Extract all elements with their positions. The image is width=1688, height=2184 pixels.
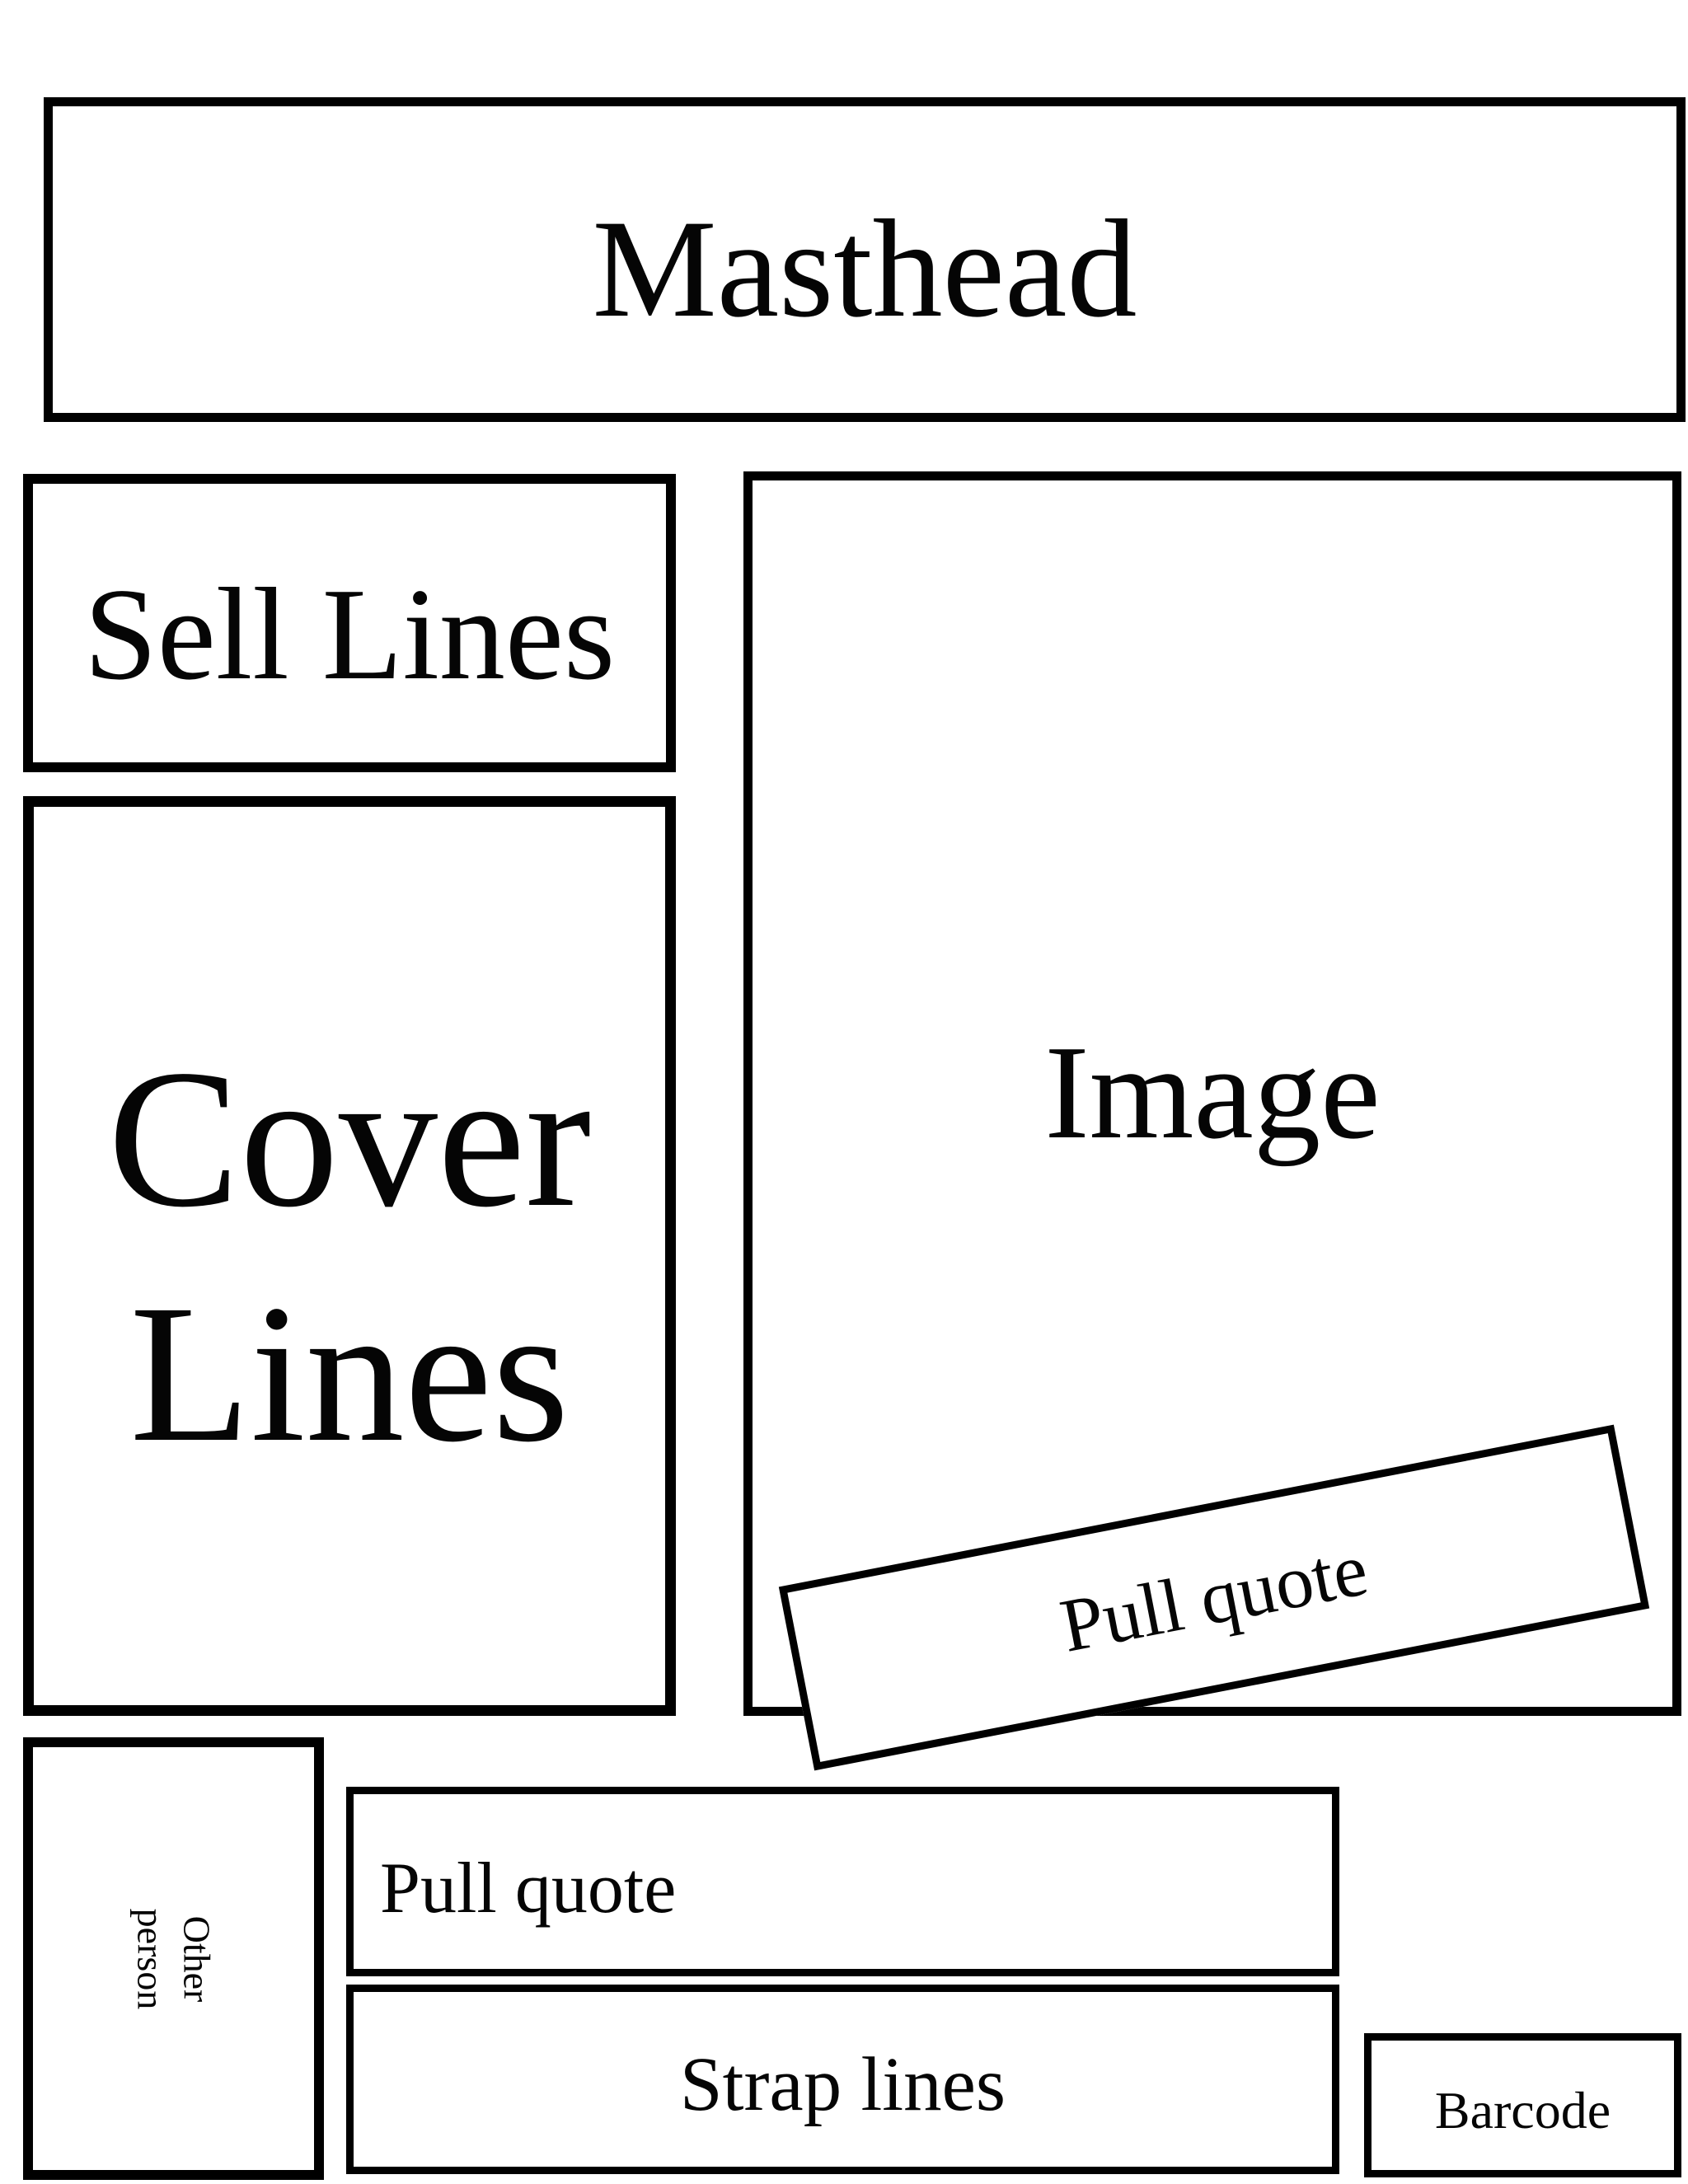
other-person-label-line2: person [129, 1908, 172, 2009]
pull-quote-bottom-label: Pull quote [380, 1848, 677, 1929]
cover-lines-label-line2: Lines [129, 1263, 570, 1483]
cover-lines-label-line1: Cover [107, 1029, 592, 1248]
strap-lines-box: Strap lines [346, 1985, 1339, 2174]
sell-lines-box: Sell Lines [23, 474, 676, 772]
strap-lines-label: Strap lines [679, 2042, 1006, 2128]
image-label: Image [1044, 1019, 1381, 1168]
sell-lines-label: Sell Lines [83, 560, 616, 707]
barcode-label: Barcode [1434, 2080, 1611, 2139]
masthead-box: Masthead [44, 97, 1686, 422]
pull-quote-rotated-label: Pull quote [1053, 1526, 1375, 1669]
barcode-box: Barcode [1364, 2033, 1681, 2177]
masthead-label: Masthead [592, 190, 1137, 346]
other-person-label: Other person [127, 1908, 219, 2009]
pull-quote-bottom-box: Pull quote [346, 1787, 1339, 1976]
other-person-box: Other person [23, 1737, 324, 2180]
cover-lines-box: Cover Lines [23, 796, 676, 1716]
other-person-label-line1: Other [176, 1915, 218, 2002]
cover-lines-label: Cover Lines [108, 1021, 592, 1491]
